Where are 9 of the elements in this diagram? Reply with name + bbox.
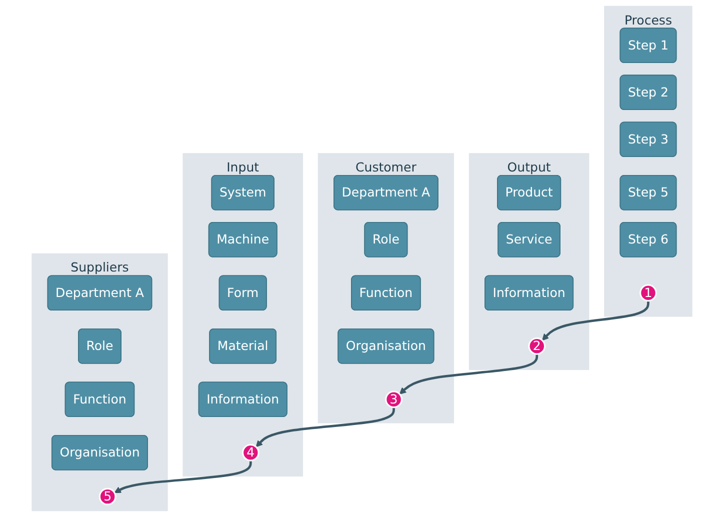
- node-circle: 1: [640, 284, 657, 302]
- node-circle: 3: [385, 390, 402, 408]
- node-circle: 2: [528, 337, 546, 355]
- arrow: [114, 460, 252, 494]
- arrow: [399, 354, 538, 394]
- arrow: [256, 407, 395, 448]
- node-circle: 5: [98, 488, 116, 506]
- node-circle: 4: [242, 444, 260, 462]
- arrow: [542, 300, 650, 341]
